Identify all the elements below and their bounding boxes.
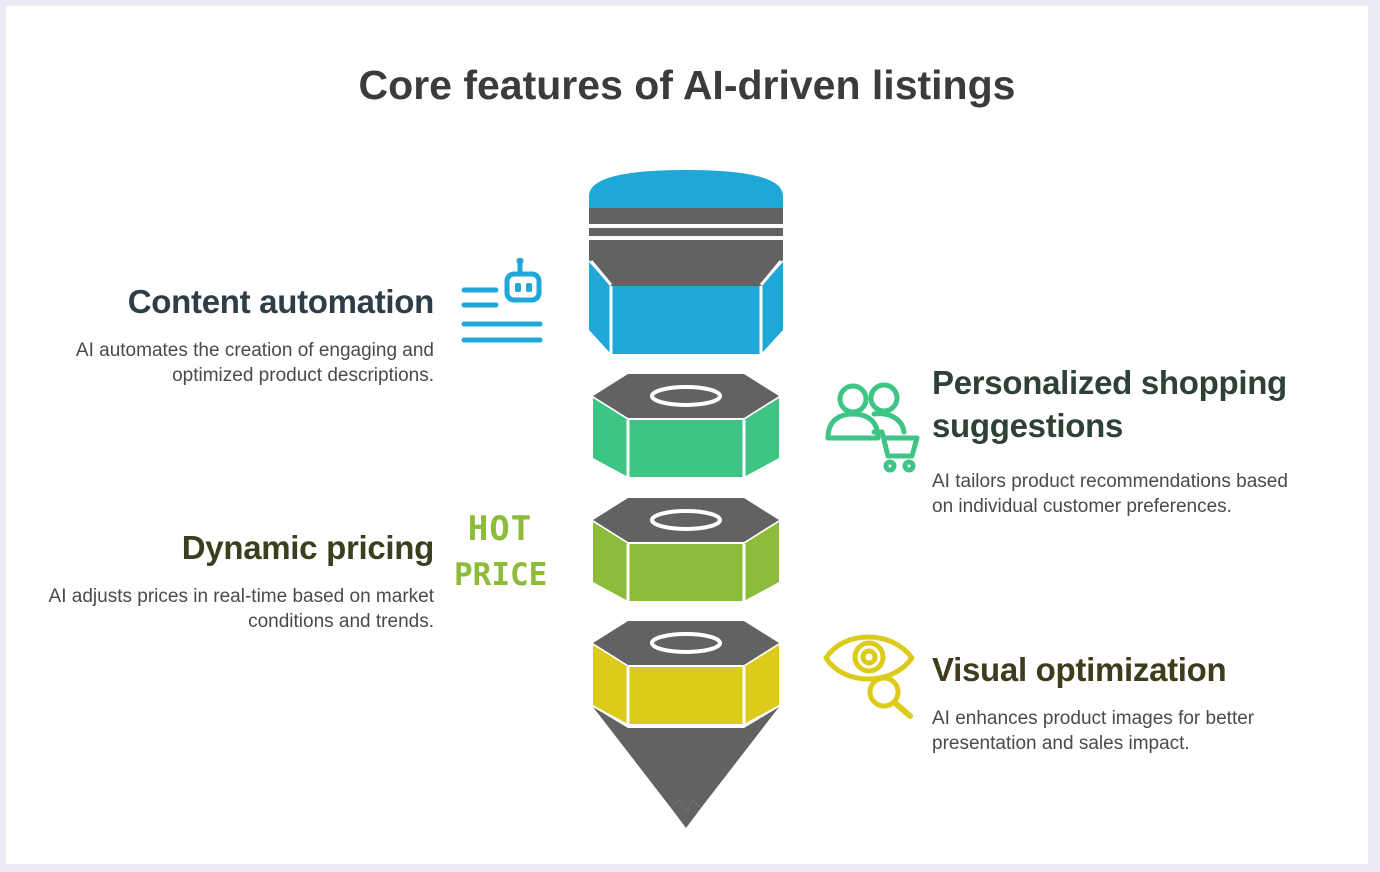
feature-description-personalized-suggestions: AI tailors product recommendations based… [932, 471, 1288, 517]
tower-block-visual-optimization [593, 621, 779, 828]
hot-price-text-price: PRICE [454, 557, 548, 593]
feature-heading-content-automation: Content automation [127, 283, 435, 320]
page-title: Core features of AI-driven listings [358, 62, 1016, 108]
eye-search-icon [823, 634, 915, 719]
feature-heading-dynamic-pricing: Dynamic pricing [181, 529, 435, 566]
feature-description-dynamic-pricing: AI adjusts prices in real-time based on … [48, 586, 434, 632]
hot-price-icon: HOT PRICE [454, 506, 548, 600]
people-cart-icon [825, 382, 920, 473]
feature-description-content-automation: AI automates the creation of engaging an… [75, 340, 434, 386]
hot-price-text-hot: HOT [467, 509, 533, 549]
feature-heading-personalized-suggestions: Personalized shopping suggestions [932, 364, 1287, 444]
feature-description-visual-optimization: AI enhances product images for better pr… [932, 708, 1255, 754]
tower-block-content-automation [589, 170, 783, 354]
feature-heading-visual-optimization: Visual optimization [932, 651, 1227, 688]
tower-block-dynamic-pricing [593, 498, 779, 601]
tower-block-personalized-suggestions [593, 374, 779, 477]
robot-text-icon [461, 258, 543, 343]
stacked-tower-graphic [589, 170, 783, 828]
infographic-card: Core features of AI-driven listings Cont… [6, 6, 1368, 864]
